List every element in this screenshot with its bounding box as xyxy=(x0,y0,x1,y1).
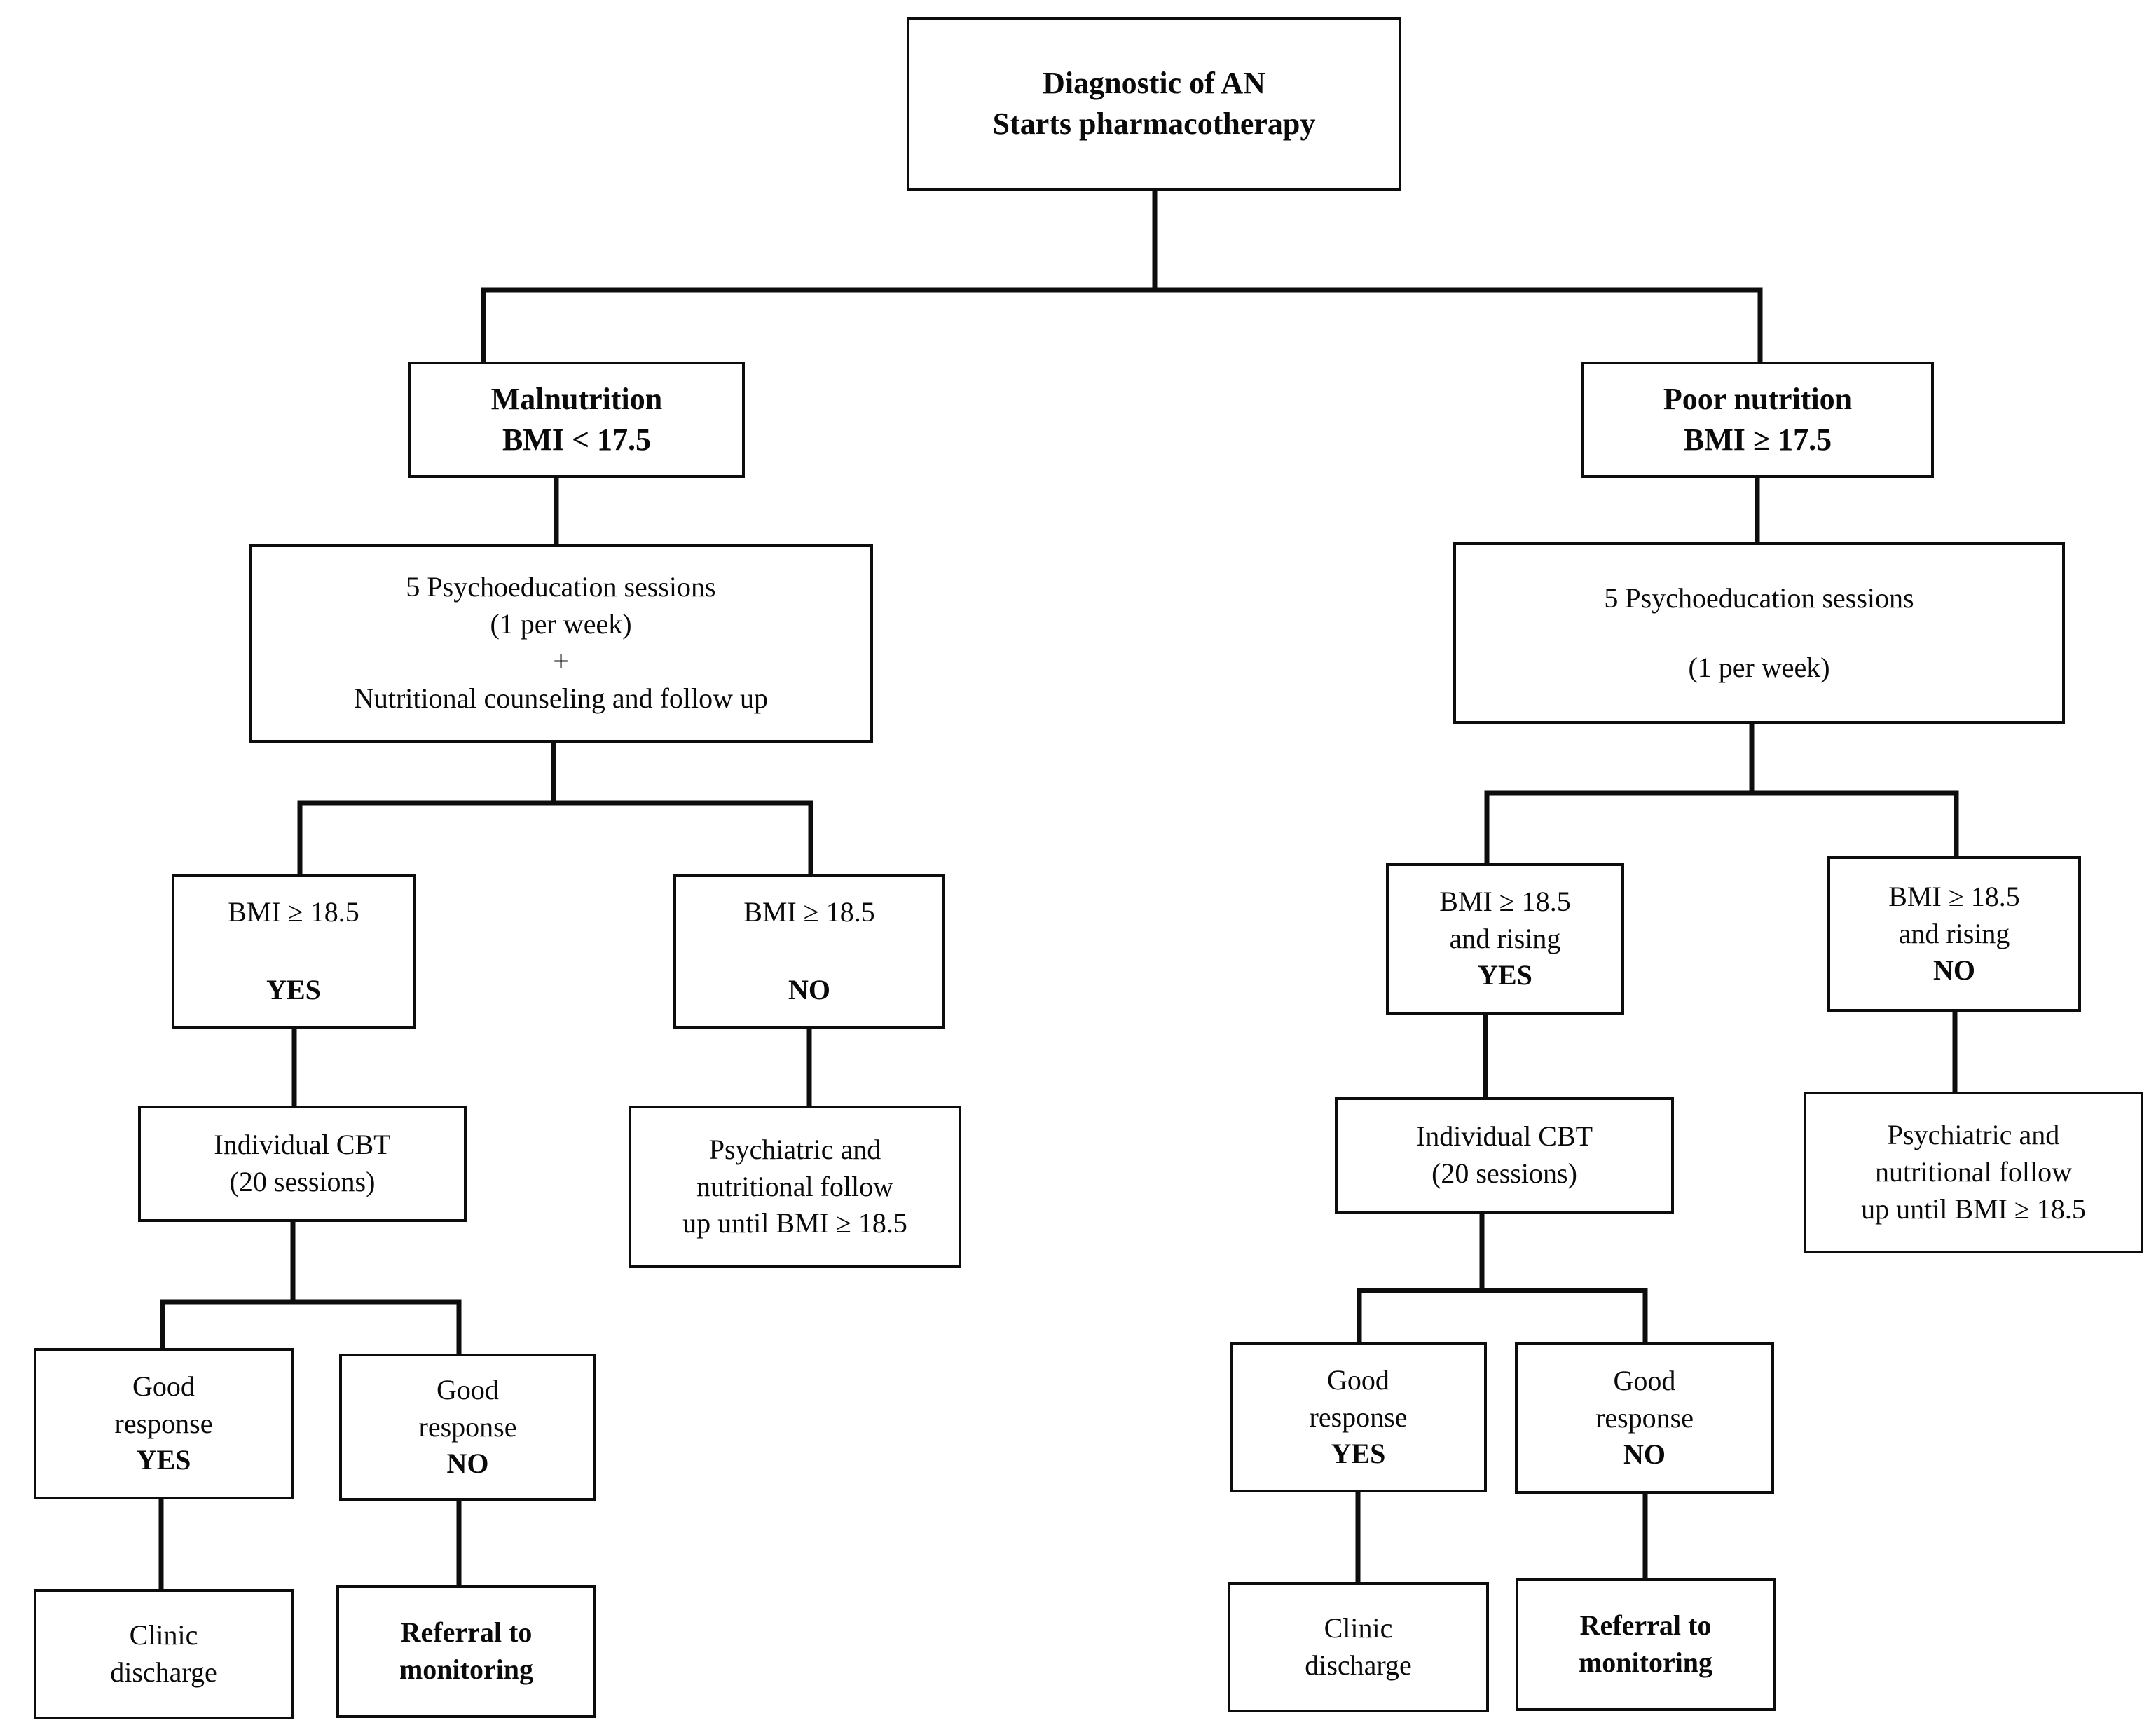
node-line: Starts pharmacotherapy xyxy=(992,106,1316,141)
node-psychiatric-followup-right[interactable]: Psychiatric and nutritional follow up un… xyxy=(1804,1092,2143,1253)
node-line: BMI ≥ 18.5 xyxy=(1439,885,1571,917)
node-line: NO xyxy=(1623,1438,1666,1471)
node-line: (20 sessions) xyxy=(1431,1157,1577,1189)
node-line: BMI < 17.5 xyxy=(502,422,652,457)
node-line: response xyxy=(114,1407,213,1439)
node-line: up until BMI ≥ 18.5 xyxy=(1861,1193,2086,1225)
node-line: Psychiatric and xyxy=(708,1133,881,1165)
node-line: Good xyxy=(1613,1364,1676,1396)
node-line: and rising xyxy=(1449,922,1561,954)
node-good-response-no-left[interactable]: Good response NO xyxy=(339,1354,596,1501)
node-line: (1 per week) xyxy=(1688,651,1830,683)
node-psychiatric-followup-left[interactable]: Psychiatric and nutritional follow up un… xyxy=(629,1106,961,1268)
node-bmi-185-rising-yes[interactable]: BMI ≥ 18.5 and rising YES xyxy=(1386,863,1624,1015)
node-line: BMI ≥ 17.5 xyxy=(1683,422,1832,457)
node-bmi-185-rising-no[interactable]: BMI ≥ 18.5 and rising NO xyxy=(1827,856,2081,1012)
node-line: monitoring xyxy=(1578,1647,1713,1678)
node-good-response-no-right[interactable]: Good response NO xyxy=(1515,1342,1774,1494)
node-line: Poor nutrition xyxy=(1663,381,1853,416)
node-line: nutritional follow xyxy=(1874,1156,2073,1188)
node-individual-cbt-right[interactable]: Individual CBT (20 sessions) xyxy=(1335,1097,1674,1214)
node-line: Individual CBT xyxy=(1415,1120,1593,1153)
node-malnutrition[interactable]: Malnutrition BMI < 17.5 xyxy=(408,362,745,478)
node-line: Individual CBT xyxy=(214,1129,391,1161)
node-line: up until BMI ≥ 18.5 xyxy=(682,1207,907,1239)
node-line: NO xyxy=(446,1448,489,1480)
node-bmi-185-yes[interactable]: BMI ≥ 18.5 YES xyxy=(172,874,416,1029)
node-clinic-discharge-right[interactable]: Clinic discharge xyxy=(1228,1582,1489,1712)
node-line: Good xyxy=(1327,1363,1389,1396)
node-line: Malnutrition xyxy=(490,381,663,416)
node-line: Nutritional counseling and follow up xyxy=(353,682,768,714)
node-line: Clinic xyxy=(1324,1612,1393,1644)
node-line: YES xyxy=(266,973,321,1005)
node-line: BMI ≥ 18.5 xyxy=(743,895,875,928)
node-line: nutritional follow xyxy=(696,1170,894,1202)
node-line: Referral to xyxy=(1579,1609,1712,1642)
node-diagnostic-an[interactable]: Diagnostic of AN Starts pharmacotherapy xyxy=(907,17,1401,191)
node-psychoeducation-right[interactable]: 5 Psychoeducation sessions (1 per week) xyxy=(1453,542,2065,724)
node-line: response xyxy=(418,1410,517,1443)
node-line: (1 per week) xyxy=(490,608,632,640)
node-line: YES xyxy=(1331,1438,1386,1470)
node-line: response xyxy=(1309,1401,1408,1433)
node-line: 5 Psychoeducation sessions xyxy=(1604,582,1914,614)
node-line: Clinic xyxy=(129,1619,198,1651)
node-line: discharge xyxy=(1305,1649,1412,1681)
node-individual-cbt-left[interactable]: Individual CBT (20 sessions) xyxy=(138,1106,467,1222)
node-line: response xyxy=(1595,1401,1694,1434)
node-psychoeducation-left[interactable]: 5 Psychoeducation sessions (1 per week) … xyxy=(249,544,873,743)
node-line: Good xyxy=(132,1370,195,1402)
node-good-response-yes-left[interactable]: Good response YES xyxy=(34,1348,294,1499)
node-referral-monitoring-left[interactable]: Referral to monitoring xyxy=(336,1585,596,1718)
node-good-response-yes-right[interactable]: Good response YES xyxy=(1230,1342,1487,1492)
node-line: BMI ≥ 18.5 xyxy=(228,895,359,928)
node-clinic-discharge-left[interactable]: Clinic discharge xyxy=(34,1589,294,1719)
node-line: Psychiatric and xyxy=(1887,1119,2060,1151)
node-bmi-185-no[interactable]: BMI ≥ 18.5 NO xyxy=(673,874,945,1029)
node-line: NO xyxy=(1933,954,1975,987)
node-referral-monitoring-right[interactable]: Referral to monitoring xyxy=(1516,1578,1776,1711)
node-line: YES xyxy=(136,1444,191,1476)
node-line: discharge xyxy=(110,1656,217,1688)
node-line: + xyxy=(553,645,569,677)
node-line: Diagnostic of AN xyxy=(1043,65,1265,100)
node-line: YES xyxy=(1478,959,1532,991)
node-line: BMI ≥ 18.5 xyxy=(1888,880,2020,912)
node-line: Good xyxy=(437,1373,499,1406)
node-line: 5 Psychoeducation sessions xyxy=(406,571,716,603)
node-line: NO xyxy=(788,973,830,1005)
node-line: monitoring xyxy=(399,1654,534,1685)
node-poor-nutrition[interactable]: Poor nutrition BMI ≥ 17.5 xyxy=(1581,362,1934,478)
node-line: and rising xyxy=(1898,917,2010,949)
node-line: Referral to xyxy=(400,1616,533,1649)
node-line: (20 sessions) xyxy=(229,1166,376,1197)
